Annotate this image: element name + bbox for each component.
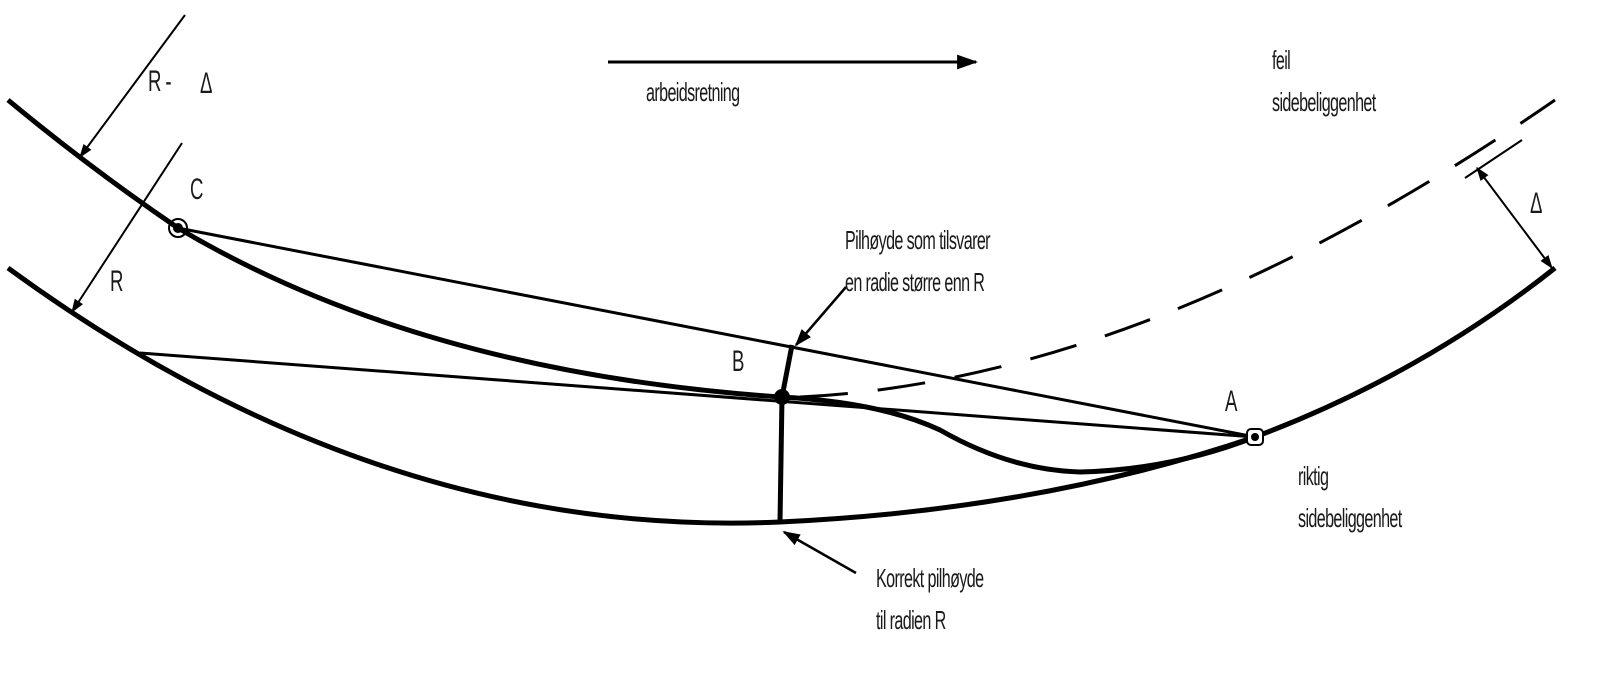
label-correct-arrow-height-line1: Korrekt pilhøyde — [876, 563, 984, 593]
delta-tick — [1464, 139, 1523, 179]
correct-curve-radius-r — [6, 265, 1557, 526]
label-point-a: A — [1225, 385, 1237, 418]
radius-r-arrow — [71, 142, 183, 314]
actual-curve-r-minus-delta — [6, 98, 1256, 475]
label-correct-arrow-height-line2: til radien R — [876, 605, 946, 635]
label-delta-left: Δ — [200, 67, 212, 100]
radius-r-minus-delta-arrow — [79, 14, 186, 159]
label-work-direction: arbeidsretning — [646, 77, 740, 107]
label-r: R — [110, 265, 123, 298]
point-a-marker — [1246, 428, 1264, 446]
label-delta-right: Δ — [1530, 187, 1542, 220]
label-wrong-line2: sidebeliggenhet — [1272, 87, 1376, 117]
label-r-minus: R - — [148, 65, 172, 98]
chord-c-to-a — [177, 226, 1256, 439]
label-wrong-line1: feil — [1272, 45, 1291, 75]
versine-correct — [777, 396, 785, 523]
label-arrow-height-larger-line2: en radie større enn R — [845, 267, 985, 297]
point-c-marker — [168, 218, 188, 238]
wrong-position-dashed-curve — [799, 98, 1556, 399]
leader-arrow-correct — [782, 530, 857, 575]
label-point-c: C — [190, 173, 203, 206]
label-arrow-height-larger-line1: Pilhøyde som tilsvarer — [845, 225, 991, 255]
label-point-b: B — [732, 345, 744, 378]
delta-dimension-arrow — [1476, 166, 1553, 270]
point-b-marker — [774, 389, 790, 405]
versine-larger-radius — [779, 344, 795, 398]
label-correct-line2: sidebeliggenhet — [1298, 503, 1402, 533]
chord-through-b — [139, 351, 1256, 439]
label-correct-line1: riktig — [1298, 461, 1329, 491]
leader-arrow-larger-radius — [794, 286, 847, 347]
